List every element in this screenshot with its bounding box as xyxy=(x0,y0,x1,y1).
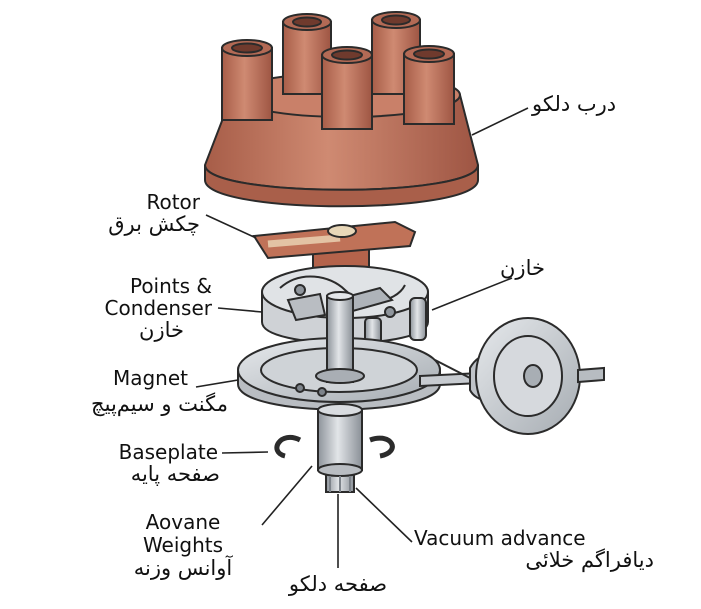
label-distributor-cap-fa: درب دلکو xyxy=(532,92,617,116)
leader-points xyxy=(217,307,263,313)
rotor-hub xyxy=(327,224,357,238)
leader-cap xyxy=(471,107,529,136)
label-baseplate-en: Baseplate xyxy=(118,440,218,464)
vacuum-nipple xyxy=(577,366,605,384)
leader-baseplate xyxy=(221,451,269,454)
leader-weights xyxy=(261,465,313,526)
label-rotor-fa: چکش برق xyxy=(108,212,200,236)
label-magnet-fa: مگنت و سیم‌پیچ xyxy=(91,392,228,416)
leader-vacuum xyxy=(355,487,413,543)
leader-magnet xyxy=(195,379,239,388)
label-points-en-1: Points & xyxy=(129,274,212,298)
baseplate-clip xyxy=(274,435,395,459)
label-points-en-2: Condenser xyxy=(104,296,213,320)
cap-tower-5 xyxy=(403,45,455,125)
label-weights-en-2: Weights xyxy=(142,533,224,557)
label-rotor-en: Rotor xyxy=(146,190,200,214)
cap-rim xyxy=(204,164,479,208)
distributor-body xyxy=(237,291,605,435)
label-weights-en-1: Aovane xyxy=(145,510,221,534)
label-shaft-fa: صفحه دلکو xyxy=(288,572,388,596)
distributor-cap xyxy=(203,11,480,208)
drive-gear xyxy=(317,463,363,477)
leader-lines xyxy=(195,107,529,568)
cap-tower-4 xyxy=(321,46,373,130)
label-magnet-en: Magnet xyxy=(112,366,188,390)
label-vacuum-en: Vacuum advance xyxy=(414,526,586,550)
leader-condenser xyxy=(431,277,513,311)
leader-rotor xyxy=(205,214,257,239)
label-points-fa: خازن xyxy=(139,318,184,342)
lower-shaft xyxy=(274,403,395,493)
label-condenser-fa: خازن xyxy=(500,256,545,280)
cap-tower-3 xyxy=(221,39,273,121)
label-baseplate-fa: صفحه پایه xyxy=(130,462,220,486)
condenser-can xyxy=(409,297,427,341)
label-weights-fa: آوانس وزنه xyxy=(133,556,233,580)
label-vacuum-fa: دیافراگم خلائی xyxy=(525,548,654,572)
